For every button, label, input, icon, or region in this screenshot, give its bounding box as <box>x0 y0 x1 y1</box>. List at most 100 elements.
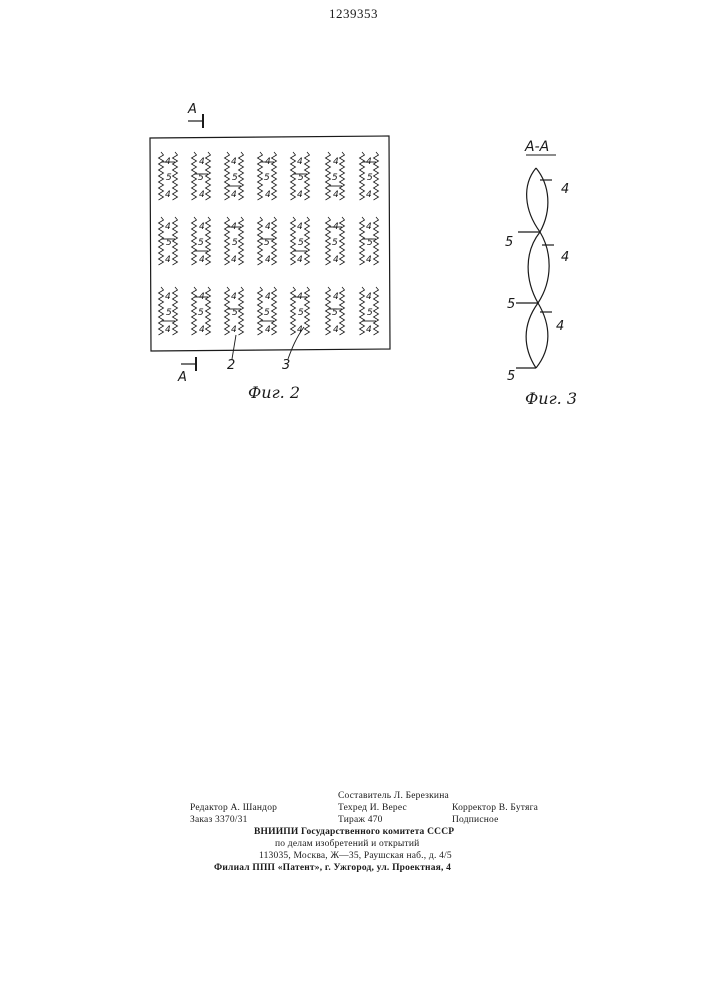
cell-label: 4 <box>165 222 171 232</box>
cell-label: 5 <box>166 238 172 248</box>
cell-label: 5 <box>166 308 172 318</box>
imprint-subscription: Подписное <box>452 815 499 825</box>
perforation-cell: 454 <box>291 287 310 335</box>
perforation-cell: 4 5 4 <box>258 152 277 200</box>
perforation-cell: 4 5 4 <box>192 217 211 265</box>
section-label-bottom: A <box>177 370 187 385</box>
section-label-top: A <box>187 102 197 117</box>
perforation-cell: 4 5 4 <box>360 152 379 200</box>
cell-label: 4 <box>297 292 303 302</box>
cell-label: 4 <box>366 190 372 200</box>
perforation-cell: 454 <box>192 287 211 335</box>
fig3-label-5-a: 5 <box>505 235 513 250</box>
fig3-sheet-a3 <box>526 303 538 368</box>
cell-label: 4 <box>231 190 237 200</box>
cell-label: 4 <box>366 157 372 167</box>
perforation-cell: 4 5 4 <box>225 217 244 265</box>
imprint-compiler: Составитель Л. Березкина <box>338 791 449 801</box>
imprint-editor: Редактор А. Шандор <box>190 803 277 813</box>
cell-label: 5 <box>367 173 373 183</box>
cell-label: 4 <box>231 157 237 167</box>
imprint-branch: Филиал ППП «Патент», г. Ужгород, ул. Про… <box>214 863 451 873</box>
imprint-address: 113035, Москва, Ж—35, Раушская наб., д. … <box>259 851 452 861</box>
cell-label: 4 <box>231 325 237 335</box>
cell-label: 4 <box>199 157 205 167</box>
perforation-cell: 454 <box>326 152 345 200</box>
perforation-cell: 4 5 4 <box>360 287 379 335</box>
imprint-corrector: Корректор В. Бутяга <box>452 803 538 813</box>
cell-label: 4 <box>199 292 205 302</box>
fig3-caption: Фиг. 3 <box>525 389 577 408</box>
fig2-cells: 4 5 4 4 5 4 4 5 4 4 5 4 4 5 4 4 5 4 4 5 4 4 5 4 4 5 4 4 5 4 4 5 4 4 5 4 4 5 4 4… <box>159 152 379 335</box>
imprint-circulation: Тираж 470 <box>338 815 383 825</box>
perforation-cell: 4 5 4 <box>225 287 244 335</box>
fig2-caption: Фиг. 2 <box>248 383 300 402</box>
fig3-sheet-a1 <box>527 168 540 232</box>
perforation-cell: 454 <box>258 217 277 265</box>
fig3-label-4-c: 4 <box>556 319 564 334</box>
cell-label: 4 <box>231 255 237 265</box>
cell-label: 4 <box>231 292 237 302</box>
fig3-label-5-b: 5 <box>507 297 515 312</box>
cell-label: 5 <box>332 308 338 318</box>
callout-2-leader <box>232 335 236 359</box>
callout-3: 3 <box>282 358 290 373</box>
cell-label: 5 <box>198 173 204 183</box>
cell-label: 4 <box>366 292 372 302</box>
fig3-sheet-b1 <box>536 168 548 232</box>
perforation-cell: 4 5 4 <box>159 152 178 200</box>
cell-label: 4 <box>199 190 205 200</box>
cell-label: 5 <box>298 173 304 183</box>
cell-label: 4 <box>265 190 271 200</box>
cell-label: 4 <box>231 222 237 232</box>
cell-label: 4 <box>165 255 171 265</box>
fig3-label-5-c: 5 <box>507 369 515 384</box>
cell-label: 4 <box>297 190 303 200</box>
cell-label: 5 <box>232 173 238 183</box>
cell-label: 5 <box>367 308 373 318</box>
cell-label: 5 <box>166 173 172 183</box>
cell-label: 4 <box>265 325 271 335</box>
cell-label: 4 <box>265 157 271 167</box>
cell-label: 5 <box>332 173 338 183</box>
cell-label: 5 <box>264 238 270 248</box>
cell-label: 4 <box>165 325 171 335</box>
cell-label: 4 <box>333 292 339 302</box>
cell-label: 4 <box>165 292 171 302</box>
cell-label: 4 <box>199 222 205 232</box>
cell-label: 4 <box>199 325 205 335</box>
fig3-sheet-a2 <box>528 232 540 303</box>
cell-label: 5 <box>264 308 270 318</box>
imprint-org-line2: по делам изобретений и открытий <box>275 839 419 849</box>
perforation-cell: 454 <box>291 152 310 200</box>
perforation-cell: 4 5 4 <box>159 287 178 335</box>
cell-label: 5 <box>298 238 304 248</box>
cell-label: 4 <box>199 255 205 265</box>
perforation-cell: 4 5 4 <box>192 152 211 200</box>
cell-label: 5 <box>298 308 304 318</box>
perforation-cell: 454 <box>326 217 345 265</box>
perforation-cell: 4 5 4 <box>326 287 345 335</box>
imprint-org-line1: ВНИИПИ Государственного комитета СССР <box>254 827 454 837</box>
imprint-order: Заказ 3370/31 <box>190 815 248 825</box>
callout-2: 2 <box>227 358 235 373</box>
cell-label: 4 <box>165 157 171 167</box>
cell-label: 5 <box>232 308 238 318</box>
cell-label: 5 <box>264 173 270 183</box>
perforation-cell: 4 5 4 <box>225 152 244 200</box>
cell-label: 5 <box>367 238 373 248</box>
cell-label: 4 <box>265 292 271 302</box>
imprint-techred: Техред И. Верес <box>338 803 407 813</box>
fig3-label-4-a: 4 <box>561 182 569 197</box>
cell-label: 4 <box>333 325 339 335</box>
fig2-plate-outline <box>150 136 390 351</box>
cell-label: 5 <box>332 238 338 248</box>
cell-label: 4 <box>165 190 171 200</box>
cell-label: 4 <box>333 190 339 200</box>
cell-label: 5 <box>232 238 238 248</box>
cell-label: 4 <box>265 255 271 265</box>
fig2-drawing: 4 5 4 4 5 4 4 5 4 4 5 4 4 5 4 4 5 4 4 5 4 4 5 4 4 5 4 4 5 4 4 5 4 4 5 4 4 5 4 4… <box>150 114 390 371</box>
cell-label: 4 <box>366 325 372 335</box>
cell-label: 5 <box>198 238 204 248</box>
